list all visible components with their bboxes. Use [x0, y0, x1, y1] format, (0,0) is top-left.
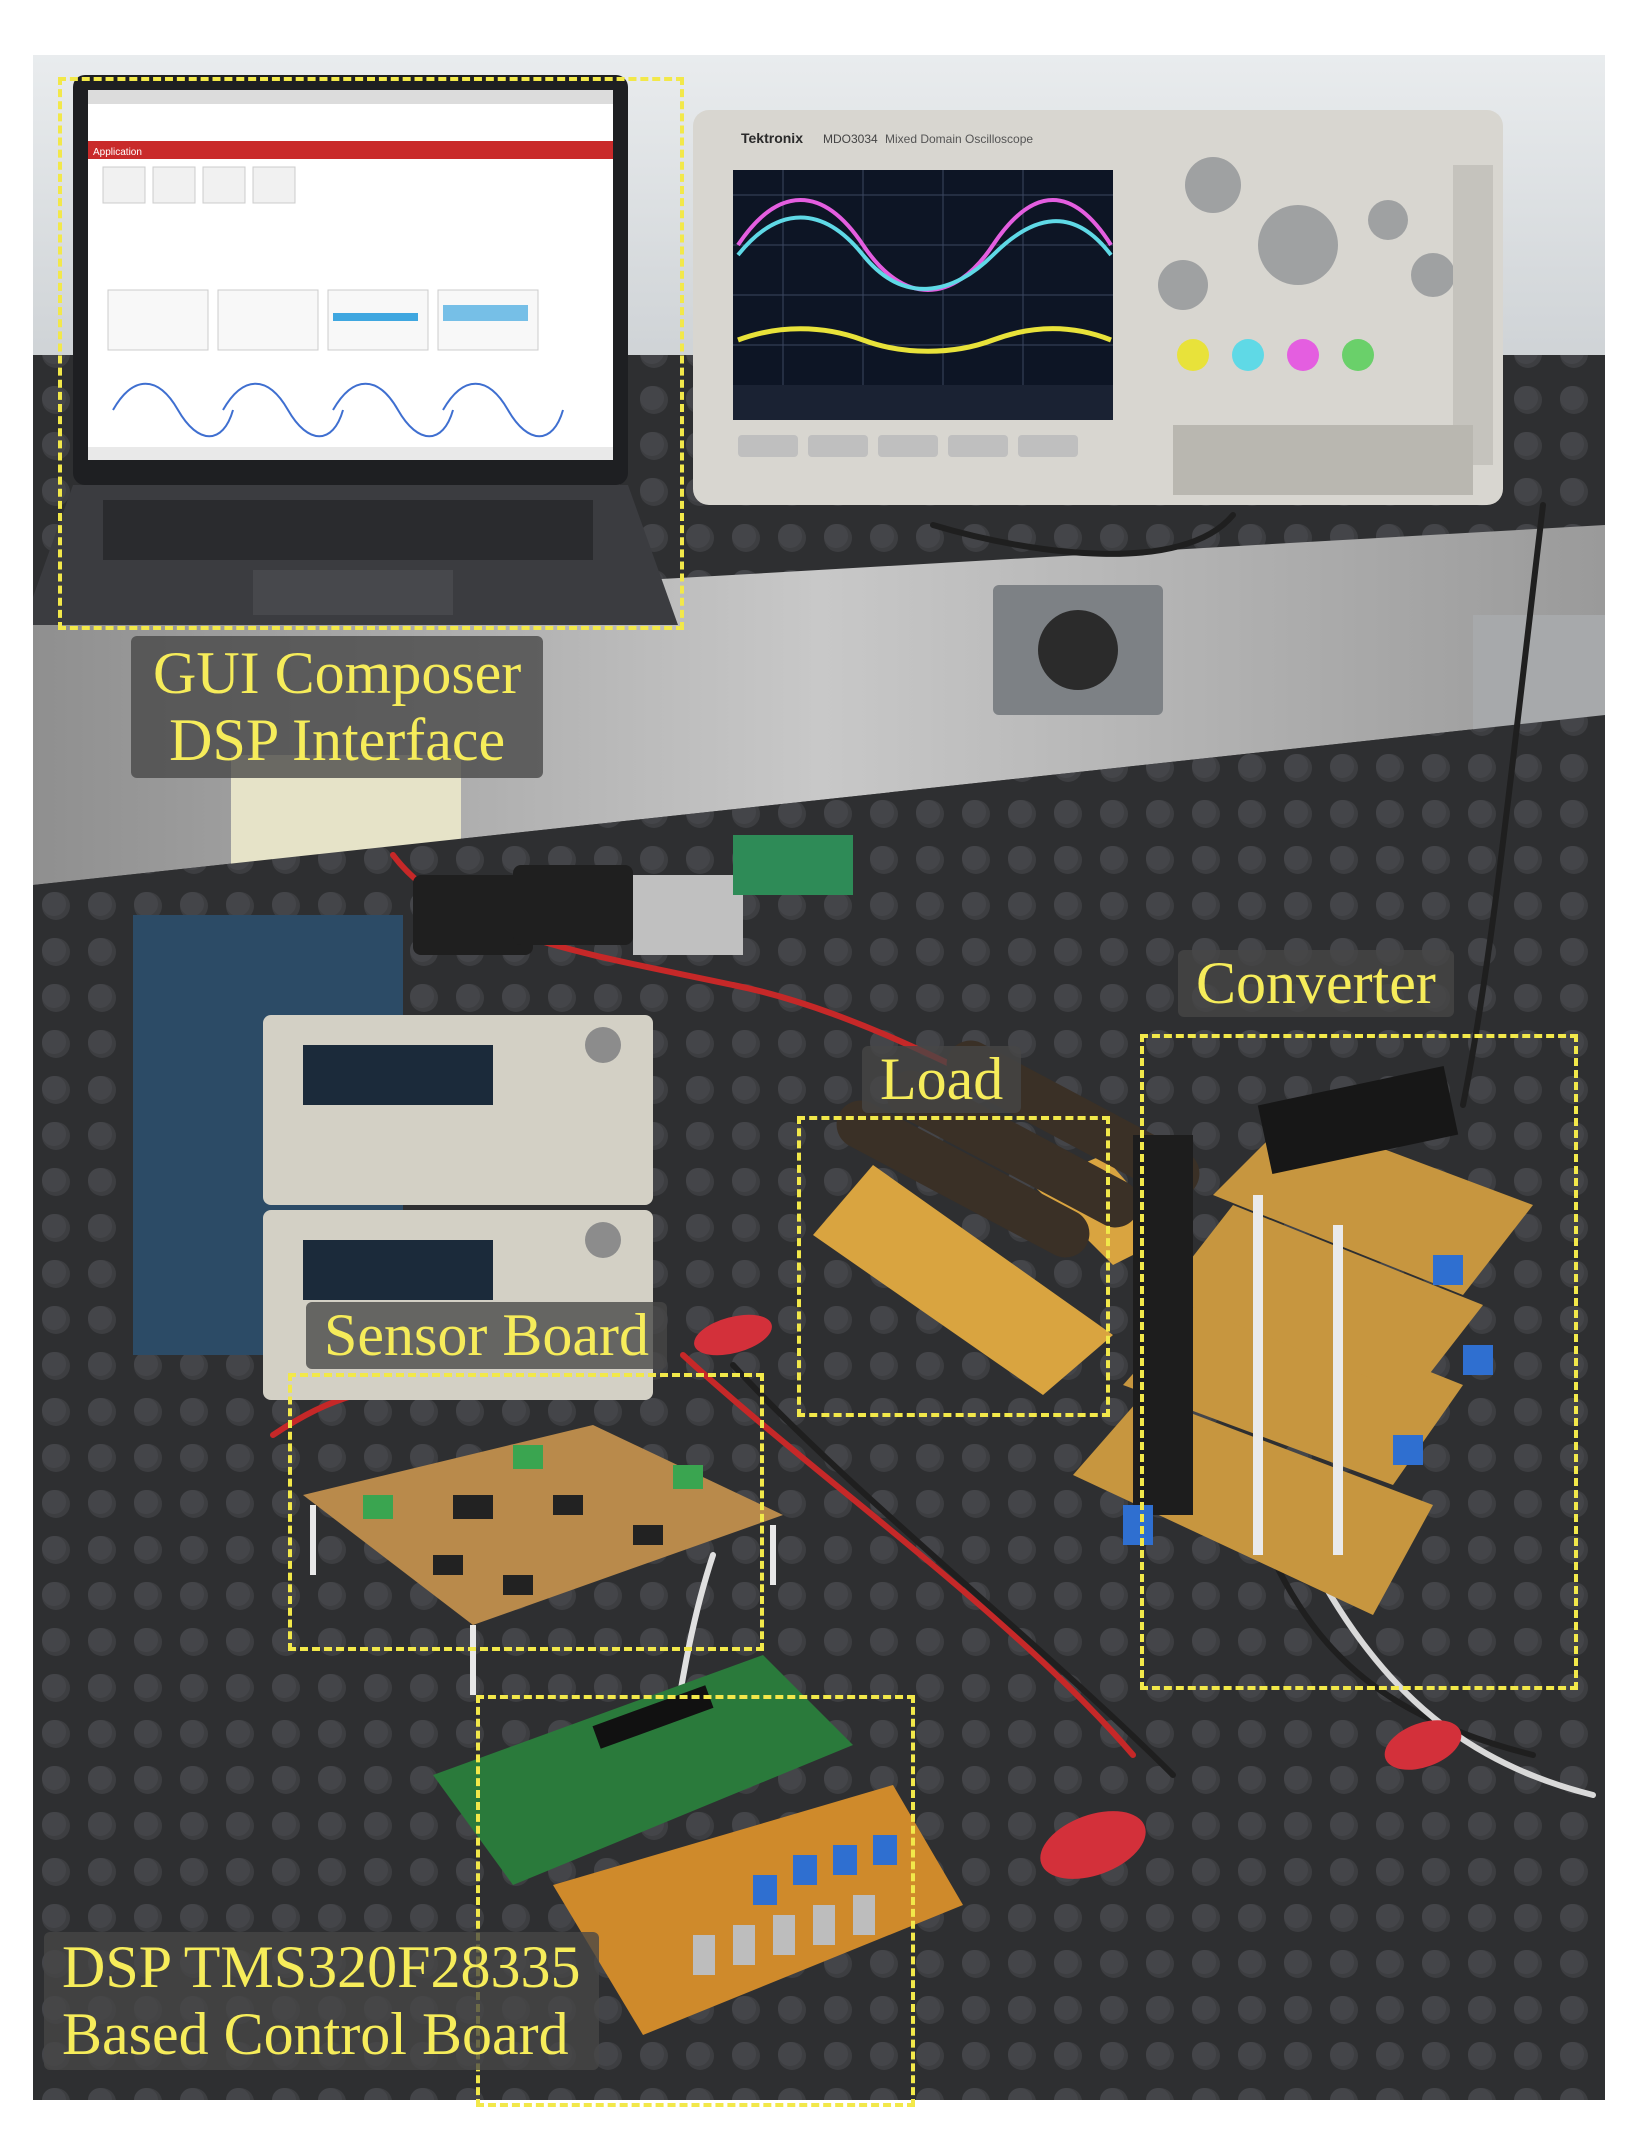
dsp-board-label: DSP TMS320F28335 Based Control Board: [44, 1932, 599, 2071]
gui-label-line1: GUI Composer: [153, 640, 522, 706]
sensor-label-text: Sensor Board: [324, 1302, 649, 1368]
converter-label-text: Converter: [1196, 950, 1436, 1016]
load-label: Load: [862, 1046, 1022, 1114]
dsp-label-line2: Based Control Board: [62, 2001, 569, 2068]
sensor-callout-box: [288, 1373, 764, 1651]
sensor-board-label: Sensor Board: [306, 1302, 667, 1370]
power-supplies: [133, 835, 853, 1400]
dsp-callout-box: [476, 1695, 915, 2107]
gui-label-line2: DSP Interface: [169, 707, 506, 774]
dsp-control-board: [433, 1655, 963, 2035]
svg-text:Tektronix: Tektronix: [741, 130, 803, 146]
converter-label: Converter: [1178, 950, 1454, 1018]
probe-clips: [694, 1314, 1462, 1879]
converter-stack: [1073, 1066, 1533, 1615]
lab-setup-photo: Application Tektronix MDO3034 Mix: [33, 55, 1605, 2100]
sensor-board: [303, 1425, 783, 1695]
load-label-text: Load: [880, 1046, 1004, 1112]
svg-text:Application: Application: [93, 147, 142, 158]
dsp-label-line1: DSP TMS320F28335: [62, 1934, 581, 2000]
photo-illustration: Application Tektronix MDO3034 Mix: [33, 55, 1605, 2100]
gui-callout-box: [58, 77, 684, 630]
svg-text:MDO3034: MDO3034: [823, 132, 878, 146]
gui-composer-label: GUI Composer DSP Interface: [131, 636, 544, 779]
svg-text:Mixed Domain Oscilloscope: Mixed Domain Oscilloscope: [885, 132, 1033, 146]
laptop: Application: [33, 75, 678, 625]
converter-callout-box: [1140, 1034, 1578, 1690]
load-callout-box: [797, 1116, 1110, 1417]
oscilloscope: Tektronix MDO3034 Mixed Domain Oscillosc…: [693, 110, 1503, 505]
